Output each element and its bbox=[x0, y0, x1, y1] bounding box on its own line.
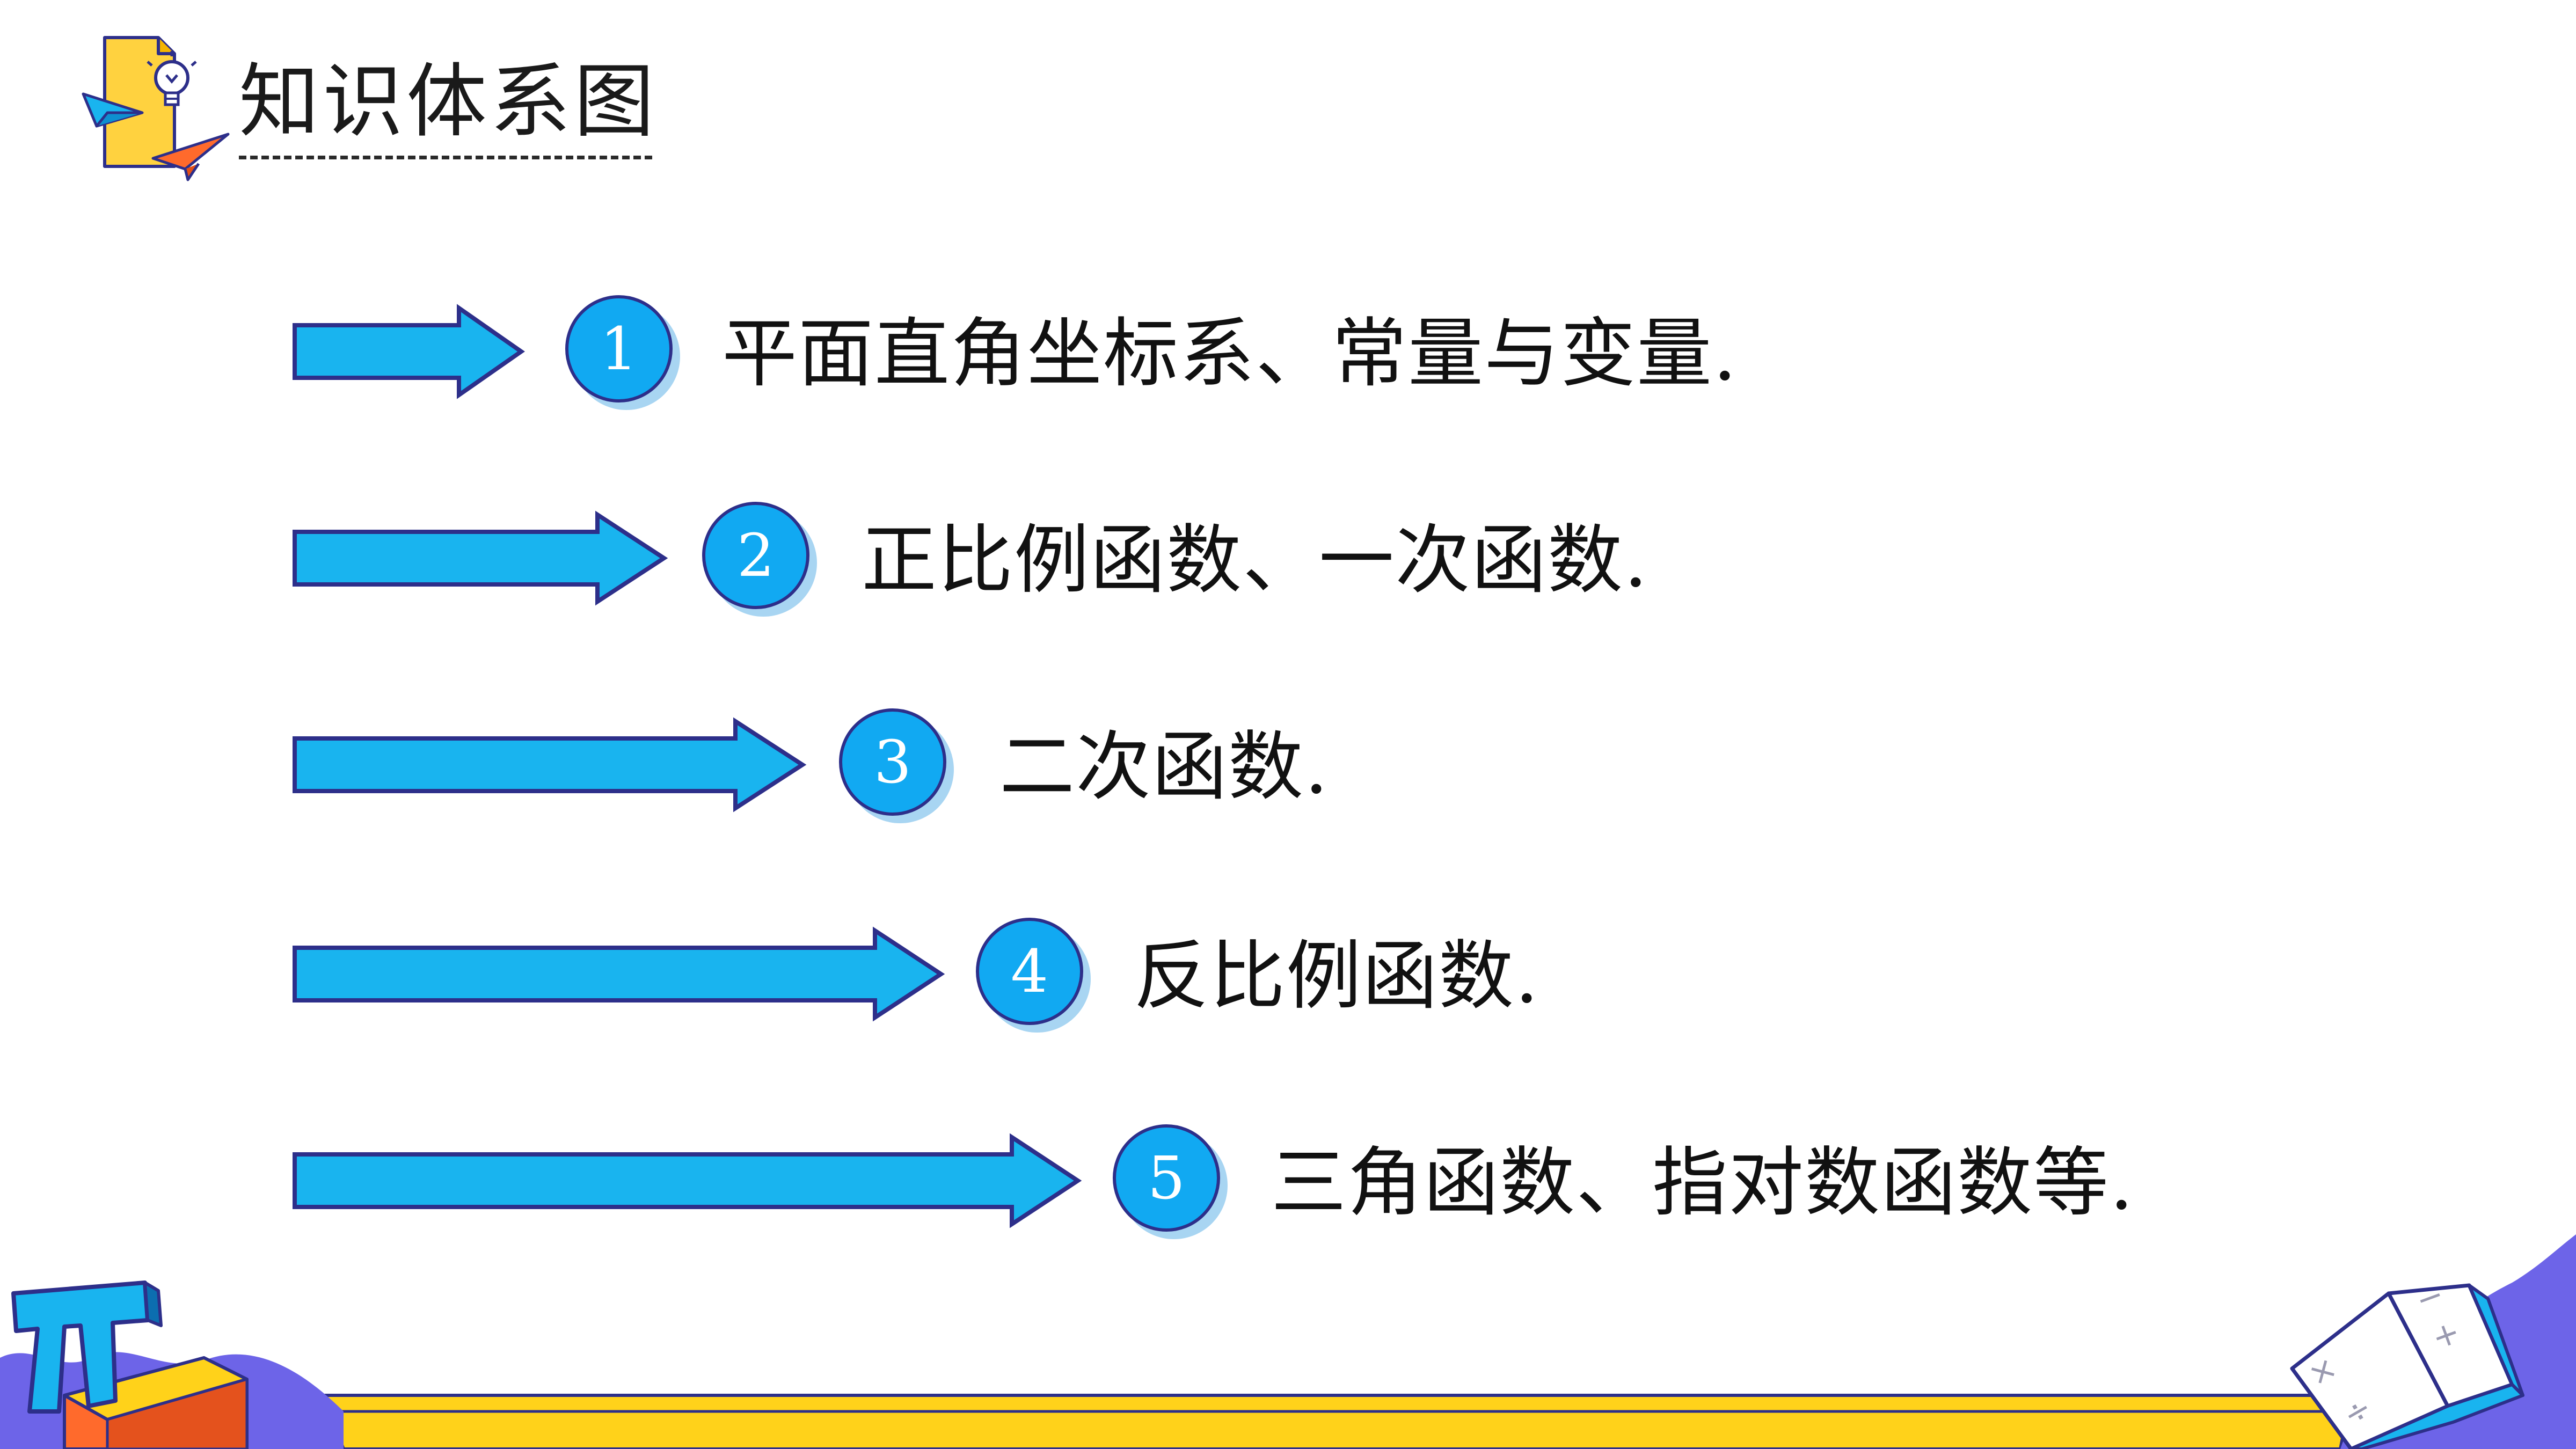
arrow-right-icon bbox=[293, 510, 668, 606]
item-text: 三角函数、指对数函数等. bbox=[1271, 1139, 2135, 1227]
arrow-right-icon bbox=[293, 1133, 1082, 1228]
arrow-right-icon bbox=[293, 717, 807, 813]
arrow-right-icon bbox=[293, 926, 945, 1022]
item-text: 反比例函数. bbox=[1134, 933, 1540, 1020]
number-badge: 5 bbox=[1113, 1124, 1220, 1232]
lightbulb-note-icon bbox=[82, 36, 230, 181]
item-text: 二次函数. bbox=[999, 723, 1330, 811]
math-book-icon: × ÷ + − bbox=[2290, 1275, 2524, 1449]
knowledge-item-4: 4 反比例函数. bbox=[0, 918, 2576, 1057]
arrow-right-icon bbox=[293, 304, 525, 399]
number-badge: 3 bbox=[839, 708, 946, 816]
knowledge-item-2: 2 正比例函数、一次函数. bbox=[0, 502, 2576, 641]
knowledge-item-1: 1 平面直角坐标系、常量与变量. bbox=[0, 295, 2576, 435]
number-badge: 4 bbox=[976, 918, 1083, 1025]
footer-decoration: × ÷ + − bbox=[0, 1234, 2576, 1449]
number-badge: 1 bbox=[565, 295, 673, 402]
title-underline bbox=[239, 156, 652, 159]
item-text: 正比例函数、一次函数. bbox=[862, 517, 1649, 604]
page-title: 知识体系图 bbox=[239, 55, 658, 149]
knowledge-item-3: 3 二次函数. bbox=[0, 708, 2576, 848]
knowledge-item-5: 5 三角函数、指对数函数等. bbox=[0, 1124, 2576, 1264]
item-text: 平面直角坐标系、常量与变量. bbox=[722, 310, 1738, 398]
number-badge: 2 bbox=[702, 502, 809, 609]
pi-symbol-icon bbox=[11, 1280, 163, 1414]
